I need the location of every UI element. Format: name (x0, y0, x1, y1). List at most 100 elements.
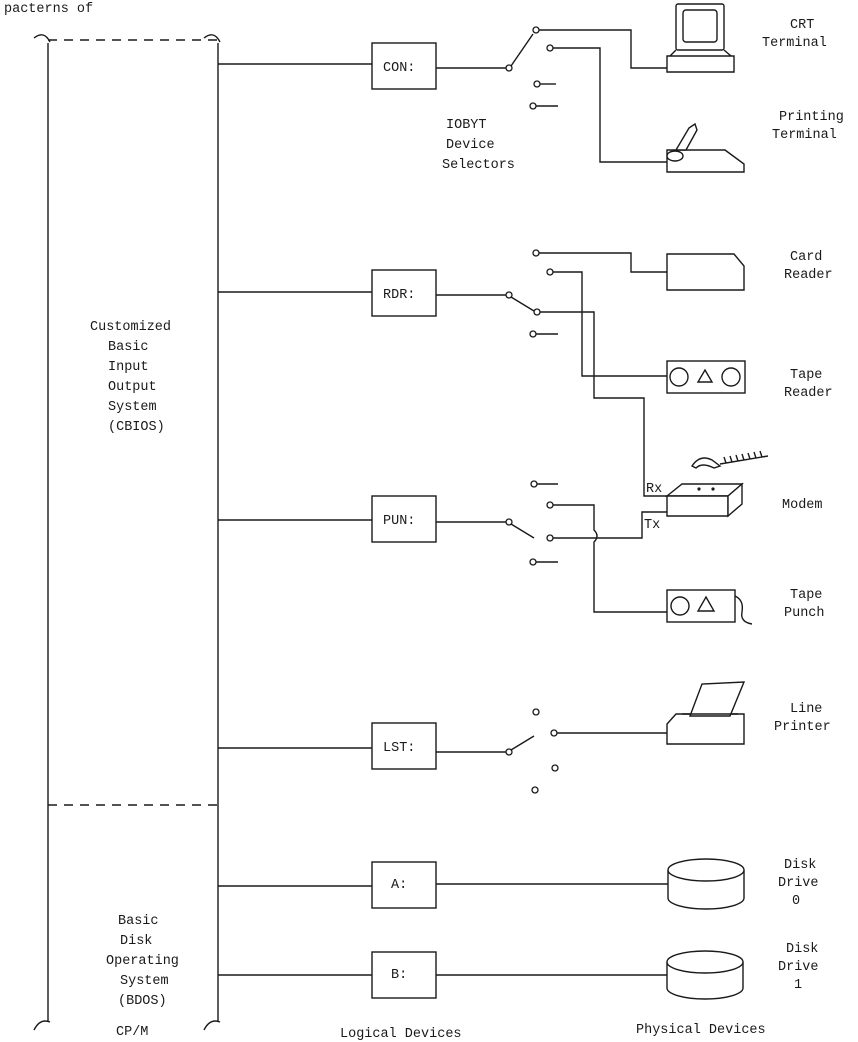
bottom-right-squiggle (203, 1020, 221, 1031)
tape-punch-label-1: Tape (790, 588, 822, 603)
disk-b-device-box (371, 951, 437, 999)
pun-contact-1 (530, 480, 538, 488)
disk1-label-3: 1 (794, 978, 802, 993)
rdr-device-box (371, 269, 437, 317)
bdos-line-3: Operating (106, 954, 179, 969)
disk-drive-0-icon (667, 858, 745, 910)
rdr-contact-4 (529, 330, 537, 338)
con-contact-4 (529, 102, 537, 110)
rdr-to-card-reader-wire (539, 252, 668, 273)
disk-a-device-box (371, 861, 437, 909)
cbios-line-4: Output (108, 380, 157, 395)
rdr-to-tape-reader-wire (553, 271, 668, 377)
cbios-label: Customized Basic Input Output System (CB… (90, 320, 171, 435)
rdr-to-modem-rx-wire (540, 311, 668, 497)
lst-contact-2 (550, 729, 558, 737)
physical-devices-label: Physical Devices (636, 1023, 766, 1038)
crt-terminal-icon (666, 3, 735, 73)
disk-b-channel: B: (218, 951, 668, 999)
tape-punch-icon (666, 589, 753, 625)
iobyte-label-1: IOBYT (446, 118, 487, 133)
iobyte-label-3: Selectors (442, 158, 515, 173)
pun-contact-3 (546, 534, 554, 542)
card-reader-icon (666, 253, 745, 291)
cbios-line-2: Basic (108, 340, 149, 355)
card-reader-label-2: Reader (784, 268, 833, 283)
rdr-device-label: RDR: (383, 288, 415, 303)
bdos-label: Basic Disk Operating System (BDOS) CP/M (106, 914, 179, 1040)
con-device-label: CON: (383, 61, 415, 76)
tape-reader-label-2: Reader (784, 386, 833, 401)
cbios-line-6: (CBIOS) (108, 420, 165, 435)
header-fragment: pacterns of (4, 2, 93, 17)
con-to-printing-terminal-wire (553, 47, 668, 163)
cbios-line-3: Input (108, 360, 149, 375)
pun-device-box (371, 495, 437, 543)
line-printer-icon (666, 681, 746, 745)
pun-switch-blade (510, 523, 535, 539)
disk0-label-2: Drive (778, 876, 819, 891)
disk0-label-1: Disk (784, 858, 816, 873)
crt-label-1: CRT (790, 18, 814, 33)
lst-contact-3 (551, 764, 559, 772)
rdr-contact-2 (546, 268, 554, 276)
disk1-label-2: Drive (778, 960, 819, 975)
bdos-line-1: Basic (118, 914, 159, 929)
printing-terminal-icon (666, 122, 745, 173)
pun-device-label: PUN: (383, 514, 415, 529)
con-switch-pivot (505, 64, 513, 72)
bdos-line-4: System (120, 974, 169, 989)
con-switch-blade (510, 33, 534, 67)
disk0-label-3: 0 (792, 894, 800, 909)
rdr-channel: RDR: (218, 249, 668, 497)
disk-a-device-label: A: (391, 878, 407, 893)
lst-contact-1 (532, 708, 540, 716)
printing-label-1: Printing (779, 110, 844, 125)
top-right-squiggle (203, 34, 221, 43)
tape-punch-label-2: Punch (784, 606, 825, 621)
pun-contact-4 (529, 558, 537, 566)
pun-switch-pivot (505, 518, 513, 526)
lst-contact-4 (531, 786, 539, 794)
modem-icon (665, 450, 769, 518)
crt-label-2: Terminal (762, 36, 827, 51)
rdr-contact-3 (533, 308, 541, 316)
con-contact-1 (532, 26, 540, 34)
modem-tx-label: Tx (644, 518, 660, 533)
pun-contact-2 (546, 501, 554, 509)
pun-to-tape-punch-wire (553, 504, 668, 613)
pun-to-modem-tx-wire (553, 511, 668, 539)
iobyte-label-2: Device (446, 138, 495, 153)
con-contact-2 (546, 44, 554, 52)
bottom-left-squiggle (33, 1020, 51, 1031)
cpm-label: CP/M (116, 1025, 148, 1040)
disk-a-channel: A: (218, 861, 668, 909)
pun-channel: PUN: (218, 480, 668, 613)
rdr-switch-blade (510, 296, 535, 312)
lst-device-label: LST: (383, 741, 415, 756)
lst-switch-blade (510, 735, 535, 751)
modem-label: Modem (782, 498, 823, 513)
cbios-line-5: System (108, 400, 157, 415)
con-to-crt-wire (539, 29, 668, 69)
lst-switch-pivot (505, 748, 513, 756)
lst-device-box (371, 722, 437, 770)
disk-drive-1-icon (666, 950, 744, 1000)
line-printer-label-2: Printer (774, 720, 831, 735)
disk1-label-1: Disk (786, 942, 818, 957)
printing-label-2: Terminal (772, 128, 837, 143)
con-contact-3 (533, 80, 541, 88)
tape-reader-icon (666, 360, 746, 394)
con-device-box (371, 42, 437, 90)
bdos-line-2: Disk (120, 934, 152, 949)
rdr-switch-pivot (505, 291, 513, 299)
system-column (33, 34, 221, 1031)
rdr-contact-1 (532, 249, 540, 257)
lst-channel: LST: (218, 708, 668, 794)
disk-b-device-label: B: (391, 968, 407, 983)
modem-rx-label: Rx (646, 482, 662, 497)
con-channel: CON: (218, 26, 668, 163)
cbios-line-1: Customized (90, 320, 171, 335)
card-reader-label-1: Card (790, 250, 822, 265)
